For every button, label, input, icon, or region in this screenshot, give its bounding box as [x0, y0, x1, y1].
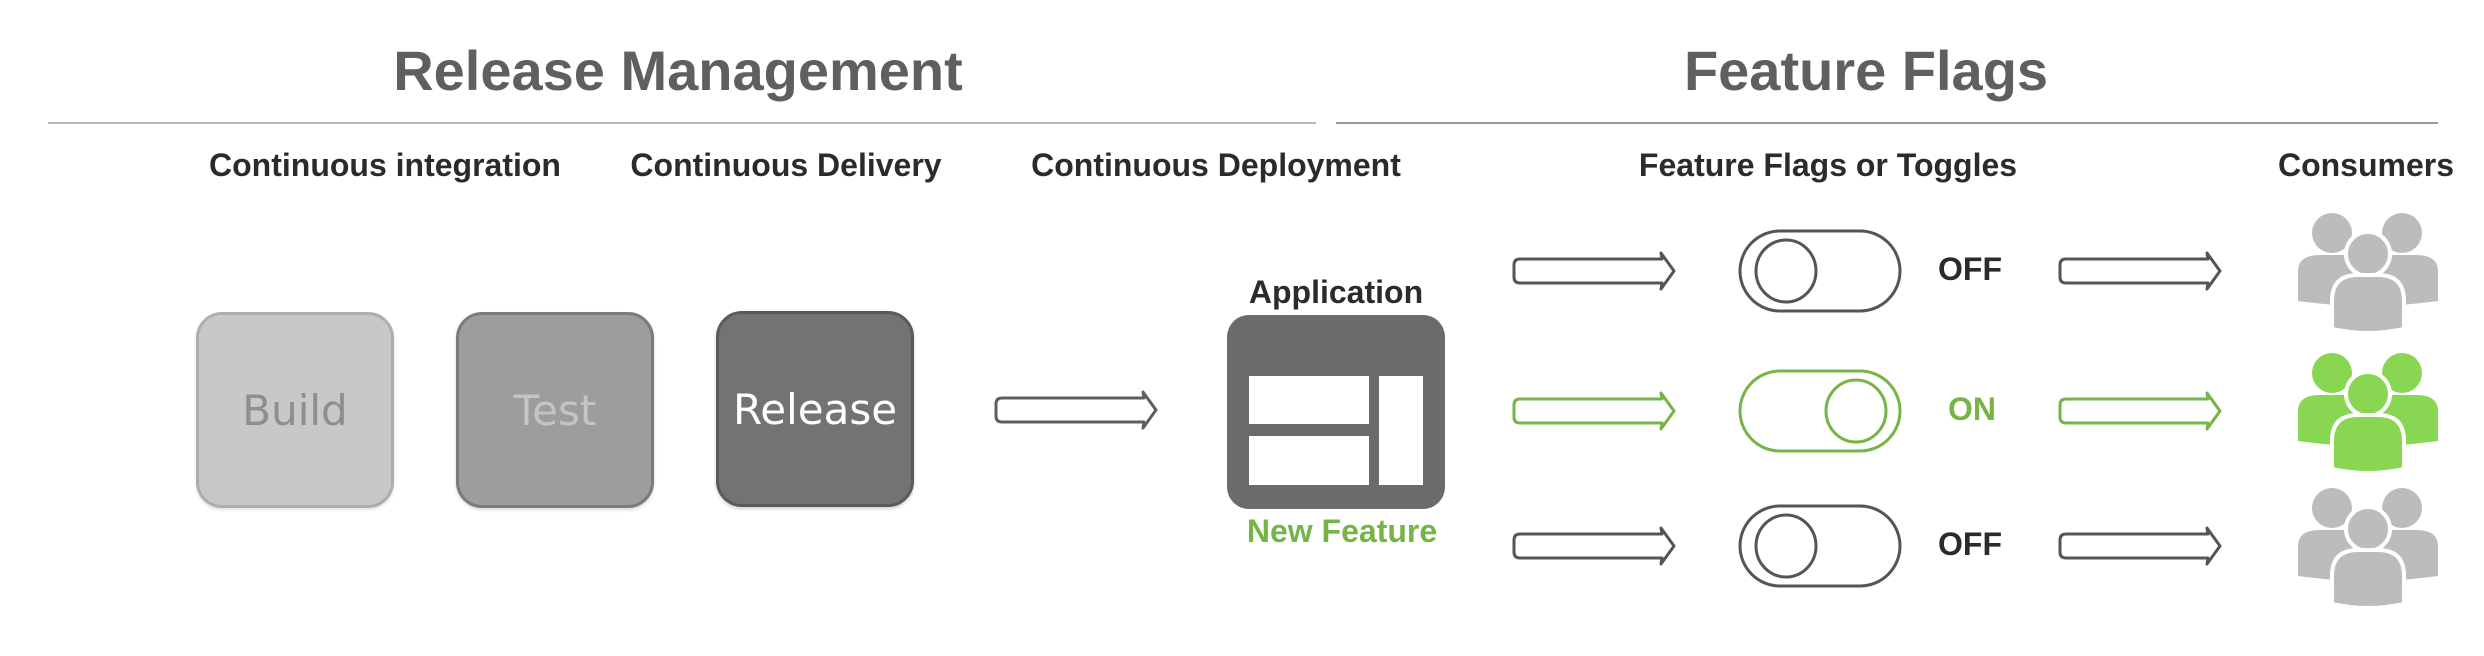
outgoing-arrow-icon: [2058, 391, 2222, 431]
toggle-state-label: OFF: [1938, 251, 2002, 287]
user-group-icon: [2298, 488, 2438, 610]
build-stage-label: Build: [242, 385, 348, 435]
toggle-switch-icon[interactable]: [1738, 369, 1902, 453]
app-layout-icon: [1227, 315, 1445, 509]
toggle-knob: [1754, 513, 1818, 579]
application-label: Application: [1248, 274, 1424, 310]
toggle-state-label: ON: [1948, 391, 1996, 427]
feature-flags-title: Feature Flags: [1683, 39, 2049, 102]
continuous-delivery-label: Continuous Delivery: [630, 147, 942, 183]
toggle-switch-icon[interactable]: [1738, 504, 1902, 588]
release-stage-label: Release: [732, 384, 898, 434]
toggle-state-label: OFF: [1938, 526, 2002, 562]
new-feature-label: New Feature: [1246, 513, 1438, 549]
incoming-arrow-icon: [1512, 391, 1676, 431]
test-stage: Test: [456, 312, 654, 508]
feature-flags-divider: [1336, 122, 2438, 124]
toggle-knob: [1754, 238, 1818, 304]
user-group-icon: [2298, 213, 2438, 335]
build-stage: Build: [196, 312, 394, 508]
feature-flags-or-toggles-label: Feature Flags or Toggles: [1638, 147, 2018, 183]
incoming-arrow-icon: [1512, 251, 1676, 291]
right-arrow-icon: [994, 390, 1158, 430]
release-management-title: Release Management: [393, 39, 963, 102]
test-stage-label: Test: [513, 385, 597, 435]
toggle-switch-icon[interactable]: [1738, 229, 1902, 313]
consumers-label: Consumers: [2277, 147, 2455, 183]
continuous-integration-label: Continuous integration: [209, 147, 561, 183]
outgoing-arrow-icon: [2058, 251, 2222, 291]
user-group-icon: [2298, 353, 2438, 475]
release-management-divider: [48, 122, 1316, 124]
incoming-arrow-icon: [1512, 526, 1676, 566]
continuous-deployment-label: Continuous Deployment: [1031, 147, 1401, 183]
outgoing-arrow-icon: [2058, 526, 2222, 566]
release-stage: Release: [716, 311, 914, 507]
toggle-knob: [1824, 378, 1888, 444]
